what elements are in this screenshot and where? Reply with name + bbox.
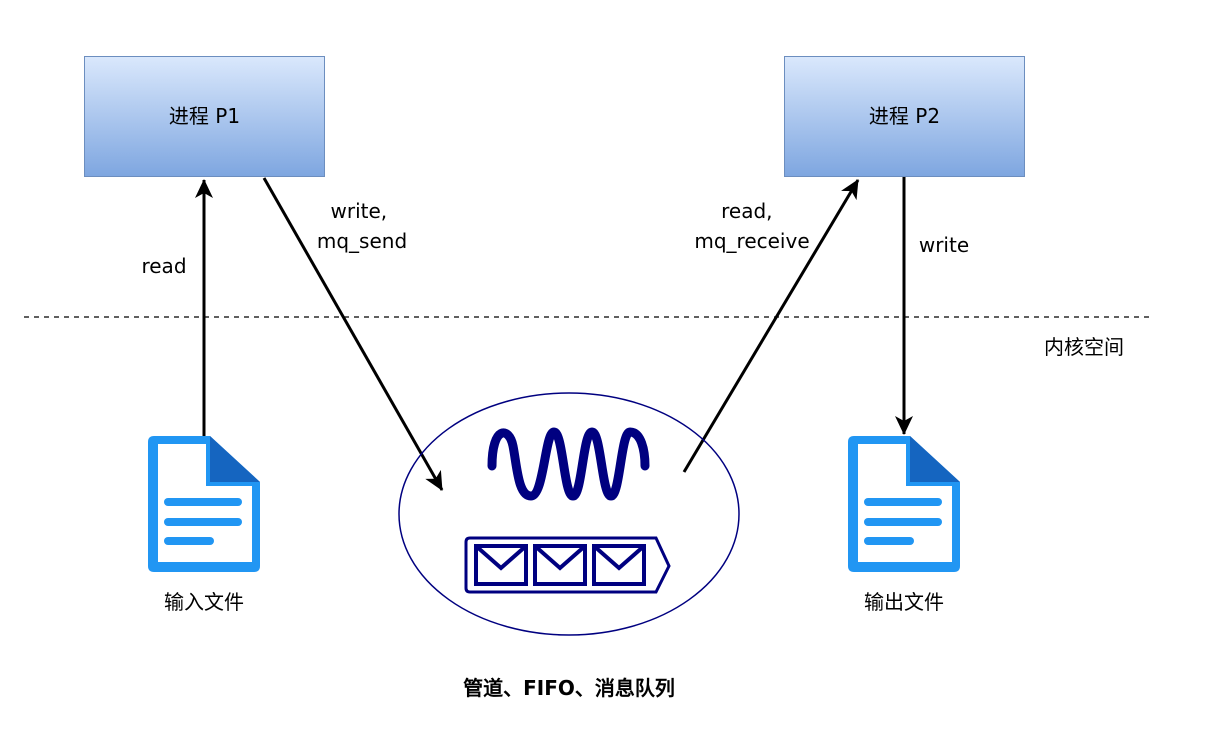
output-file-label: 输出文件 [864, 590, 944, 614]
read-receive-label-line2: mq_receive [694, 229, 809, 253]
message-queue-icon [464, 536, 671, 594]
write-send-label: write, mq_send [317, 199, 407, 253]
input-file-label: 输入文件 [164, 590, 244, 614]
read-receive-arrow [682, 179, 860, 473]
write-send-label-line1: write, [331, 199, 388, 223]
ipc-caption: 管道、FIFO、消息队列 [463, 676, 675, 700]
kernel-space-label: 内核空间 [1044, 335, 1124, 359]
write-send-arrow [262, 177, 444, 491]
envelope-icon [592, 544, 646, 586]
read-receive-label: read, mq_receive [694, 199, 809, 253]
ipc-ellipse [398, 392, 740, 636]
write-label-right: write [919, 233, 969, 257]
process-p2-box: 进程 P2 [784, 56, 1025, 177]
output-file-icon [848, 436, 960, 572]
wave-icon [487, 427, 650, 501]
process-p1-label: 进程 P1 [169, 104, 240, 128]
envelope-icon [533, 544, 587, 586]
read-receive-label-line1: read, [721, 199, 772, 223]
read-label-left: read [141, 254, 186, 278]
input-file-icon [148, 436, 260, 572]
write-send-label-line2: mq_send [317, 229, 407, 253]
process-p1-box: 进程 P1 [84, 56, 325, 177]
process-p2-label: 进程 P2 [869, 104, 940, 128]
envelope-icon [474, 544, 528, 586]
